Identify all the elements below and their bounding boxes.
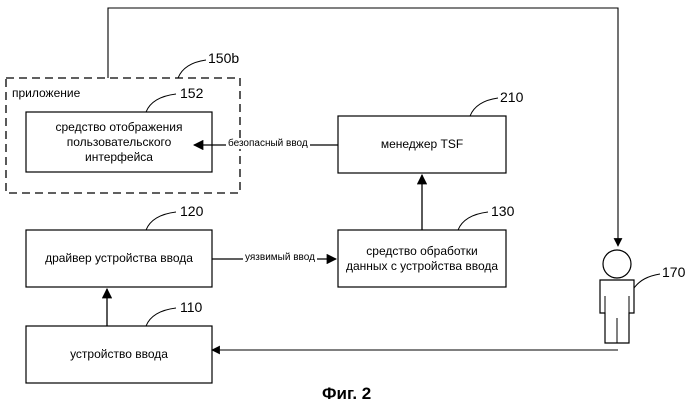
input-driver-label: драйвер устройства ввода <box>26 230 212 287</box>
ref-152: 152 <box>180 85 203 101</box>
leader-120 <box>146 212 176 230</box>
ref-210: 210 <box>500 89 523 105</box>
ui-display-label: средство отображения пользовательского и… <box>26 112 212 172</box>
leader-152 <box>146 94 176 112</box>
ref-110: 110 <box>180 299 202 315</box>
input-processor-label: средство обработки данных с устройства в… <box>338 230 506 287</box>
secure-input-label: безопасный ввод <box>226 138 310 149</box>
ref-120: 120 <box>180 203 203 219</box>
leader-170 <box>634 274 660 288</box>
ref-170: 170 <box>662 264 685 280</box>
ref-130: 130 <box>491 203 514 219</box>
ref-150b: 150b <box>208 50 239 66</box>
figure-caption: Фиг. 2 <box>322 384 371 404</box>
leader-110 <box>146 308 176 326</box>
user-icon <box>600 250 634 343</box>
leader-130 <box>458 212 488 230</box>
leader-210 <box>470 98 498 116</box>
application-group-label: приложение <box>12 86 80 100</box>
input-device-label: устройство ввода <box>26 326 212 383</box>
leader-150b <box>178 60 206 78</box>
tsf-manager-label: менеджер TSF <box>338 116 506 173</box>
vulnerable-input-label: уязвимый ввод <box>243 252 317 263</box>
